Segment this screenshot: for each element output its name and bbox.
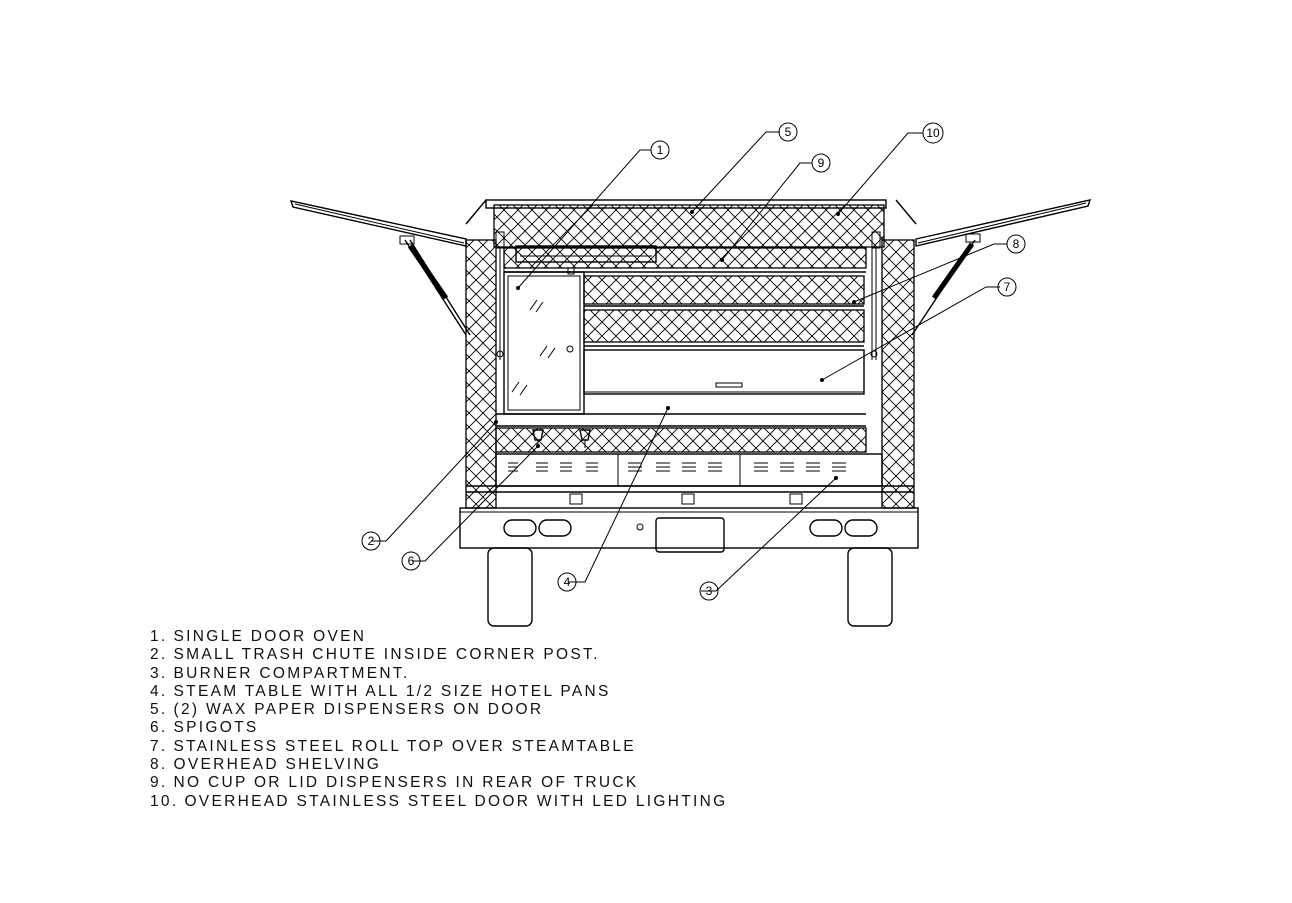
legend-item: 4. STEAM TABLE WITH ALL 1/2 SIZE HOTEL PA… bbox=[150, 683, 728, 701]
callout-5-number: 5 bbox=[785, 125, 792, 139]
callout-9: 9 bbox=[811, 153, 831, 173]
legend-list: 1. SINGLE DOOR OVEN 2. SMALL TRASH CHUTE I… bbox=[150, 628, 728, 811]
legend-item-number: 10. bbox=[150, 792, 179, 810]
callout-7-number: 7 bbox=[1004, 280, 1011, 294]
callout-2-number: 2 bbox=[368, 534, 375, 548]
legend-item-text: SPIGOTS bbox=[173, 719, 259, 737]
legend-item-text: STEAM TABLE WITH ALL 1/2 SIZE HOTEL PANS bbox=[173, 682, 611, 700]
legend-item-number: 5. bbox=[150, 701, 168, 719]
left-rear-tire bbox=[487, 547, 533, 627]
legend-item-number: 9. bbox=[150, 774, 168, 792]
legend-item: 6. SPIGOTS bbox=[150, 719, 728, 737]
legend-item: 8. OVERHEAD SHELVING bbox=[150, 756, 728, 774]
legend-item-number: 4. bbox=[150, 682, 168, 700]
leader-lines bbox=[371, 131, 1007, 592]
legend-item: 10. OVERHEAD STAINLESS STEEL DOOR WITH LE… bbox=[150, 793, 728, 811]
legend-item-text: STAINLESS STEEL ROLL TOP OVER STEAMTABLE bbox=[173, 737, 636, 755]
callout-10-number: 10 bbox=[926, 126, 940, 140]
callout-5: 5 bbox=[778, 122, 798, 142]
callout-10: 10 bbox=[922, 122, 944, 144]
single-door-oven bbox=[503, 267, 585, 415]
legend-item-text: SMALL TRASH CHUTE INSIDE CORNER POST. bbox=[173, 646, 600, 664]
callout-3-number: 3 bbox=[706, 584, 713, 598]
callout-9-number: 9 bbox=[818, 156, 825, 170]
callout-6: 6 bbox=[401, 551, 421, 571]
legend-item-text: BURNER COMPARTMENT. bbox=[173, 664, 410, 682]
callout-4: 4 bbox=[557, 572, 577, 592]
legend-item-text: NO CUP OR LID DISPENSERS IN REAR OF TRUC… bbox=[173, 774, 639, 792]
callout-1: 1 bbox=[650, 140, 670, 160]
legend-item-text: SINGLE DOOR OVEN bbox=[173, 628, 367, 645]
legend-item-text: OVERHEAD SHELVING bbox=[173, 756, 382, 774]
truck-body bbox=[465, 199, 917, 509]
right-side-door bbox=[911, 199, 1092, 336]
callout-6-number: 6 bbox=[408, 554, 415, 568]
right-gas-strut bbox=[931, 233, 981, 300]
legend-item-number: 7. bbox=[150, 737, 168, 755]
callout-3: 3 bbox=[699, 581, 719, 601]
callout-2: 2 bbox=[361, 531, 381, 551]
legend-item-number: 1. bbox=[150, 628, 168, 645]
counter-band bbox=[495, 425, 867, 453]
right-rear-tire bbox=[847, 547, 893, 627]
legend-item-number: 2. bbox=[150, 646, 168, 664]
legend-item: 5. (2) WAX PAPER DISPENSERS ON DOOR bbox=[150, 701, 728, 719]
legend-item-number: 6. bbox=[150, 719, 168, 737]
overhead-shelving bbox=[503, 247, 867, 347]
legend-item-text: OVERHEAD STAINLESS STEEL DOOR WITH LED L… bbox=[184, 792, 728, 810]
legend-item: 9. NO CUP OR LID DISPENSERS IN REAR OF TR… bbox=[150, 774, 728, 792]
legend-item-number: 8. bbox=[150, 756, 168, 774]
roll-top-steam-table bbox=[496, 349, 866, 415]
license-plate bbox=[655, 517, 725, 553]
left-side-door bbox=[289, 200, 471, 336]
callout-1-number: 1 bbox=[657, 143, 664, 157]
rear-bumper bbox=[459, 507, 919, 553]
callout-4-number: 4 bbox=[564, 575, 571, 589]
left-gas-strut bbox=[399, 235, 449, 300]
overhead-door-panel bbox=[493, 204, 885, 248]
legend-item: 1. SINGLE DOOR OVEN bbox=[150, 628, 728, 646]
legend-item: 3. BURNER COMPARTMENT. bbox=[150, 665, 728, 683]
left-corner-post bbox=[465, 239, 497, 509]
legend-item: 2. SMALL TRASH CHUTE INSIDE CORNER POST. bbox=[150, 646, 728, 664]
callout-7: 7 bbox=[997, 277, 1017, 297]
legend-item: 7. STAINLESS STEEL ROLL TOP OVER STEAMTAB… bbox=[150, 738, 728, 756]
callout-8: 8 bbox=[1006, 234, 1026, 254]
leader-arrowheads bbox=[494, 210, 856, 480]
burner-compartment bbox=[466, 453, 914, 505]
callout-8-number: 8 bbox=[1013, 237, 1020, 251]
right-corner-post bbox=[881, 239, 915, 509]
legend-item-number: 3. bbox=[150, 664, 168, 682]
legend-item-text: (2) WAX PAPER DISPENSERS ON DOOR bbox=[173, 701, 544, 719]
